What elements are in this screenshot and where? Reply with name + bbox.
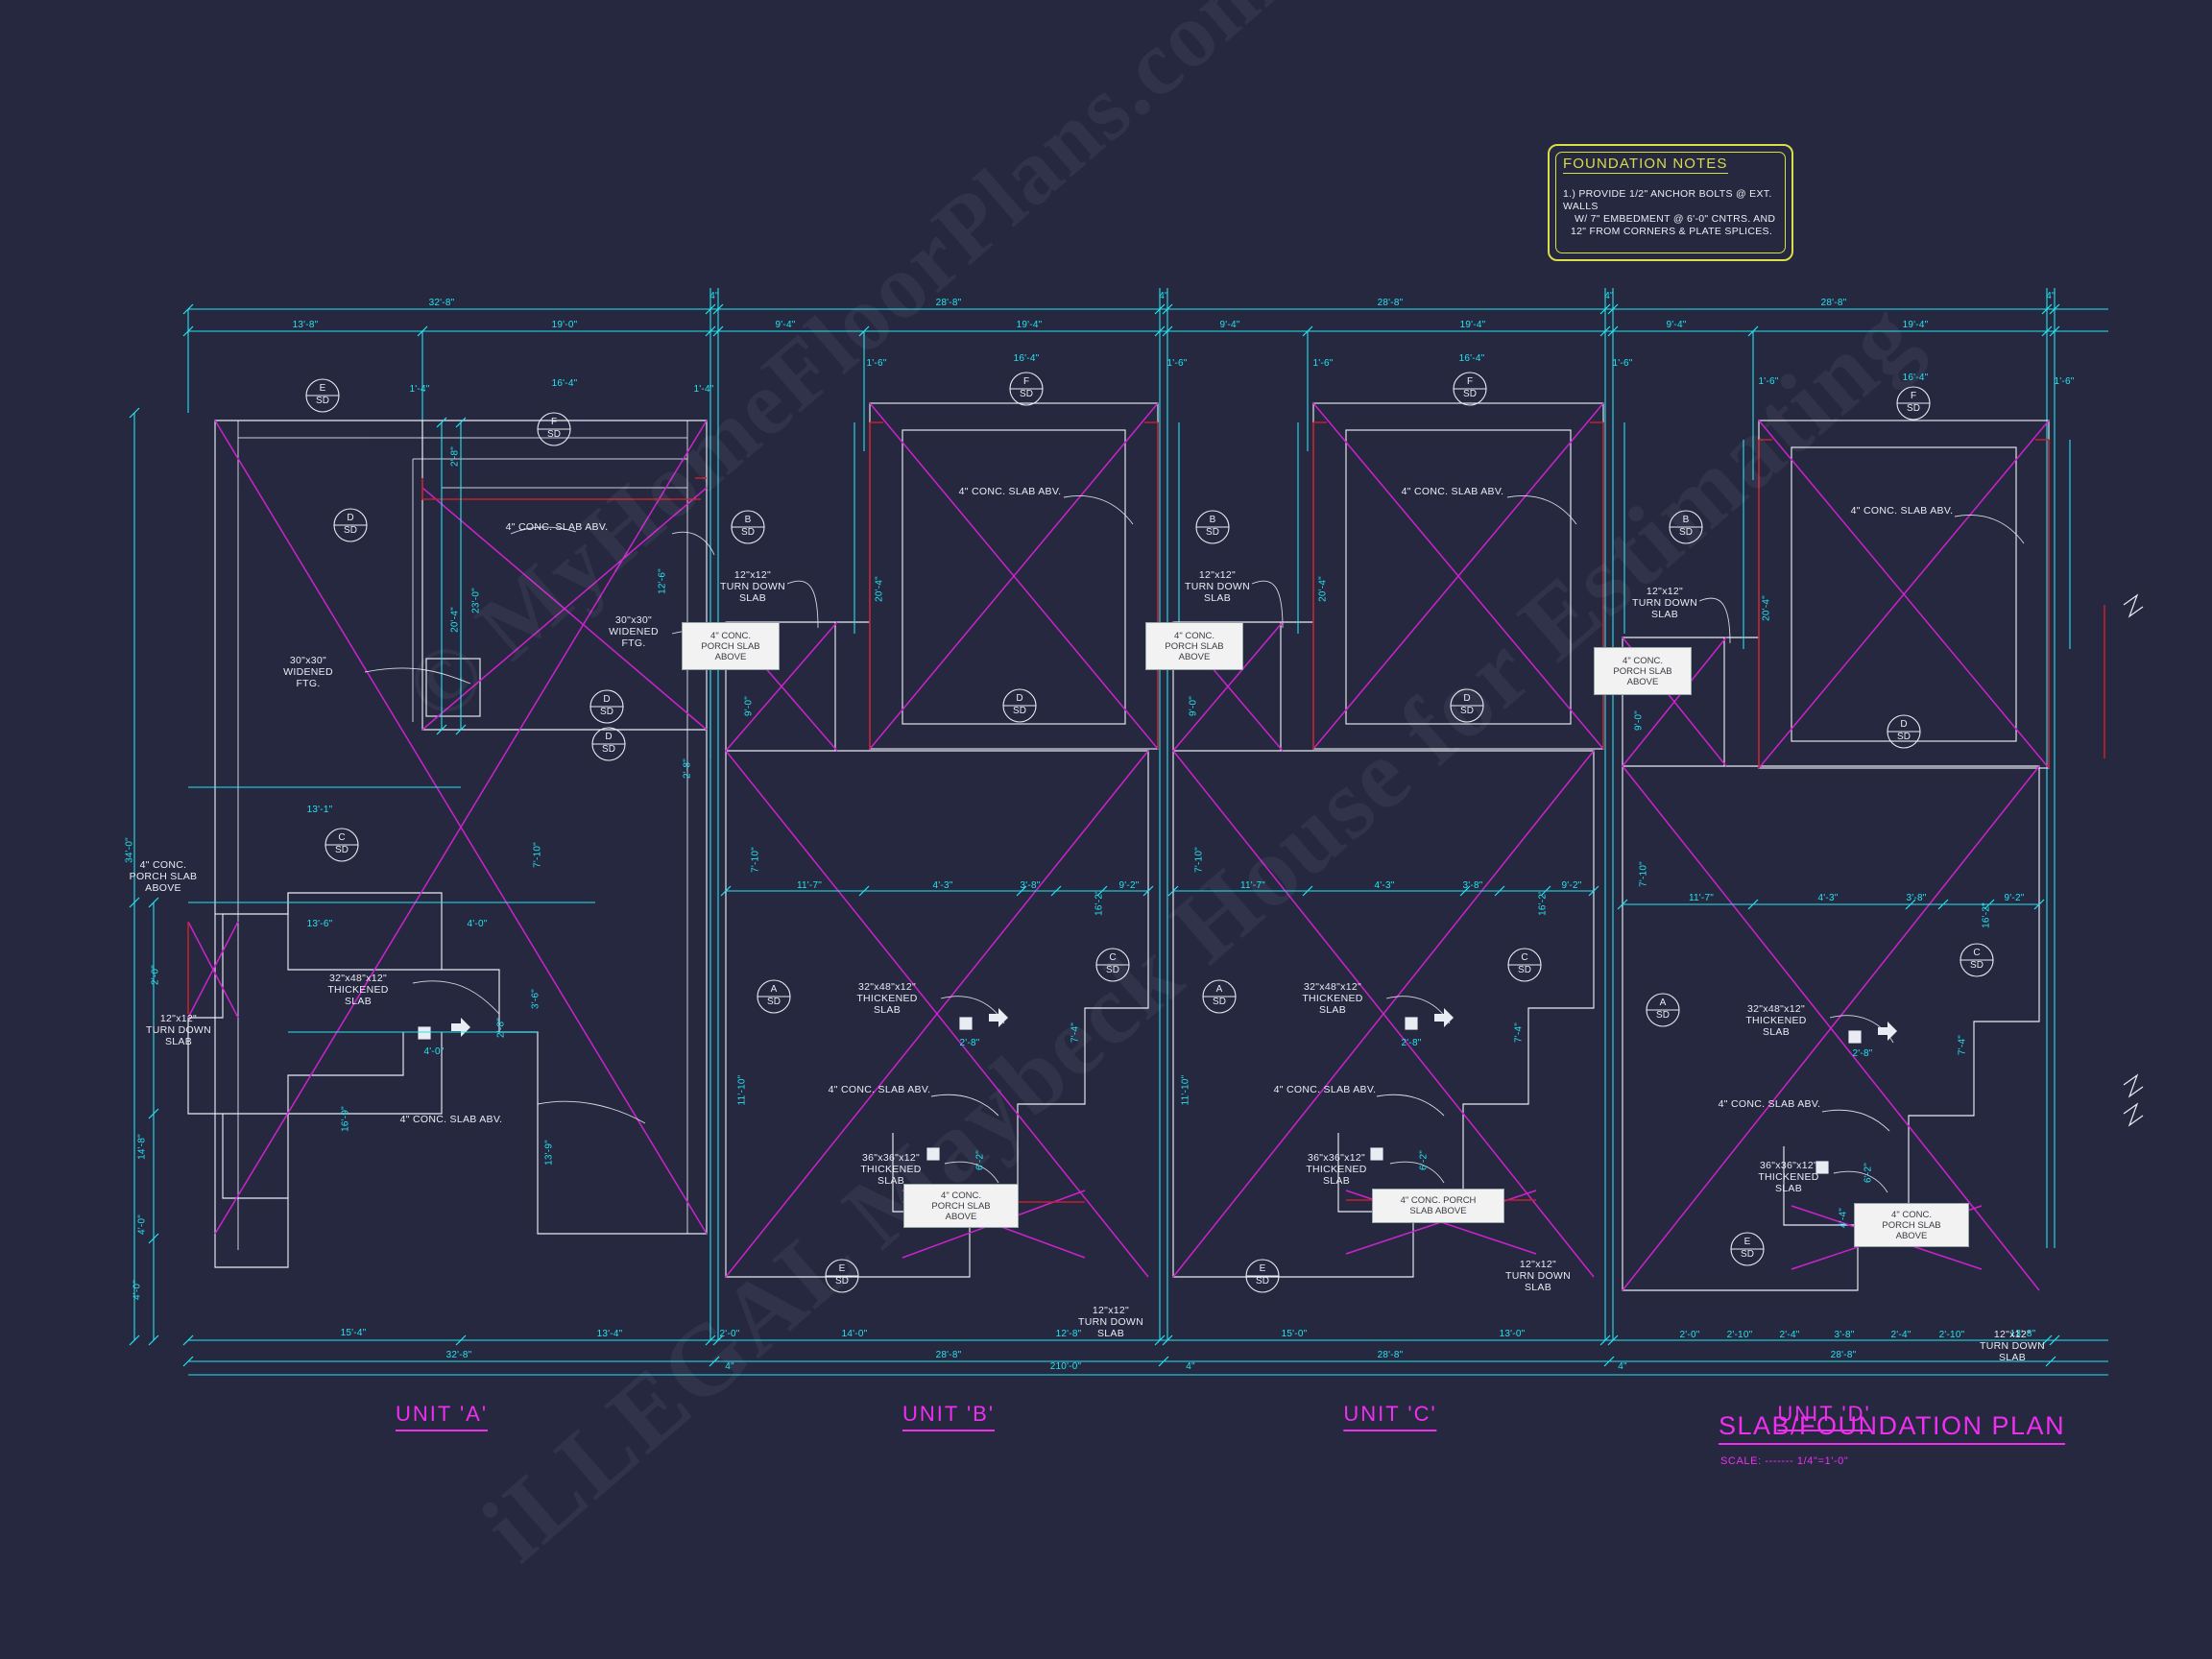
- porch-callout-line: PORCH SLAB: [701, 640, 760, 652]
- unit-label-4: UNIT 'D': [1777, 1402, 1871, 1431]
- foundation-note-line-1: 1.) PROVIDE 1/2" ANCHOR BOLTS @ EXT. WAL…: [1563, 188, 1772, 212]
- unit-a-interior: [237, 421, 688, 1250]
- unit-a-inner-dims: [188, 417, 595, 1033]
- detail-bubble-circles: [305, 372, 1994, 1293]
- porch-callout-line: SLAB ABOVE: [1409, 1206, 1467, 1216]
- unit-d-red-edge: [1758, 439, 2105, 768]
- unit-b-diagonals: [725, 402, 1159, 1278]
- porch-callout-line: PORCH SLAB: [1165, 640, 1224, 652]
- unit-a-diagonals: [187, 420, 708, 1235]
- unit-label-2: UNIT 'B': [902, 1402, 996, 1431]
- porch-callout-line: 4" CONC.: [1623, 655, 1663, 666]
- unit-label-3: UNIT 'C': [1343, 1402, 1437, 1431]
- porch-callout-line: 4" CONC.: [1174, 630, 1214, 641]
- porch-callout-line: 4" CONC. PORCH: [1400, 1195, 1477, 1206]
- porch-callout-line: 4" CONC.: [710, 630, 751, 641]
- foundation-notes-box: FOUNDATION NOTES 1.) PROVIDE 1/2" ANCHOR…: [1548, 144, 1793, 261]
- left-dimension-chain: [129, 407, 159, 1346]
- unit-d-inner-dims: [1617, 440, 2071, 910]
- foundation-note-line-2: W/ 7" EMBEDMENT @ 6'-0" CNTRS. AND: [1575, 213, 1776, 225]
- unit-label-1: UNIT 'A': [395, 1402, 489, 1431]
- foundation-note-line-3: 12" FROM CORNERS & PLATE SPLICES.: [1571, 226, 1773, 237]
- unit-b-red-edge: [869, 421, 1159, 1203]
- unit-a-porch-edge: [187, 477, 707, 1014]
- unit-c-diagonals: [1172, 402, 1604, 1278]
- plan-scale: SCALE: ------- 1/4"=1'-0": [1720, 1455, 1849, 1467]
- porch-callout-line: ABOVE: [945, 1211, 977, 1222]
- porch-callout-line: 4" CONC.: [1891, 1209, 1932, 1220]
- unit-a-walls: [187, 420, 708, 1268]
- porch-callout-line: 4" CONC.: [941, 1190, 981, 1201]
- foundation-notes-title: FOUNDATION NOTES: [1563, 156, 1728, 174]
- unit-c-inner-dims: [1167, 422, 1625, 897]
- unit-d-walls: [1622, 420, 2050, 1291]
- porch-callout-line: PORCH SLAB: [1882, 1219, 1941, 1231]
- porch-callout-line: ABOVE: [1895, 1230, 1928, 1241]
- unit-c-red-edge: [1312, 421, 1604, 1201]
- bottom-dimension-chain: [182, 1334, 2108, 1376]
- porch-callout-line: ABOVE: [1626, 676, 1659, 687]
- unit-b-walls: [725, 402, 1159, 1278]
- top-dimension-chain: [182, 288, 2108, 1340]
- porch-callout-line: PORCH SLAB: [931, 1200, 991, 1212]
- porch-callout-line: ABOVE: [714, 651, 747, 662]
- leader-lines: [364, 495, 2025, 1193]
- porch-callout-line: PORCH SLAB: [1613, 665, 1672, 677]
- unit-c-walls: [1172, 402, 1604, 1278]
- plan-title: SLAB/FOUNDATION PLAN: [1719, 1411, 2066, 1445]
- porch-callout-line: ABOVE: [1178, 651, 1211, 662]
- break-marks: [2123, 593, 2144, 1127]
- foundation-notes-body: 1.) PROVIDE 1/2" ANCHOR BOLTS @ EXT. WAL…: [1563, 188, 1778, 238]
- unit-d-diagonals: [1622, 420, 2050, 1291]
